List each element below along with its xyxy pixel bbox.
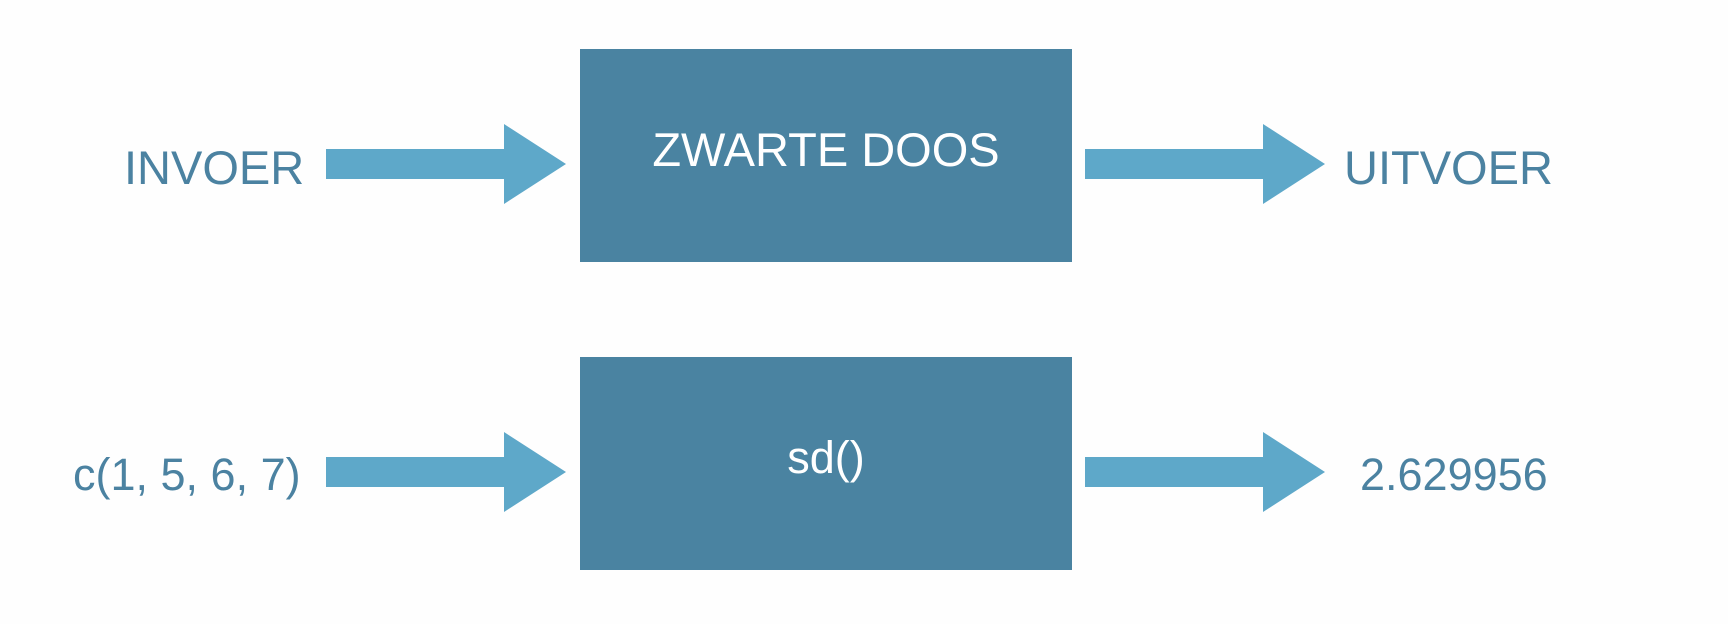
example-input: c(1, 5, 6, 7) — [73, 449, 301, 500]
output-arrow — [1085, 124, 1325, 204]
example-input-arrow — [326, 432, 566, 512]
input-label: INVOER — [124, 141, 305, 194]
example-output-arrow — [1085, 432, 1325, 512]
function-box: sd() — [580, 357, 1072, 570]
black-box-label: ZWARTE DOOS — [652, 123, 1000, 176]
input-arrow — [326, 124, 566, 204]
output-label: UITVOER — [1344, 141, 1553, 194]
black-box: ZWARTE DOOS — [580, 49, 1072, 262]
example-output: 2.629956 — [1360, 449, 1548, 500]
function-label: sd() — [787, 432, 865, 483]
